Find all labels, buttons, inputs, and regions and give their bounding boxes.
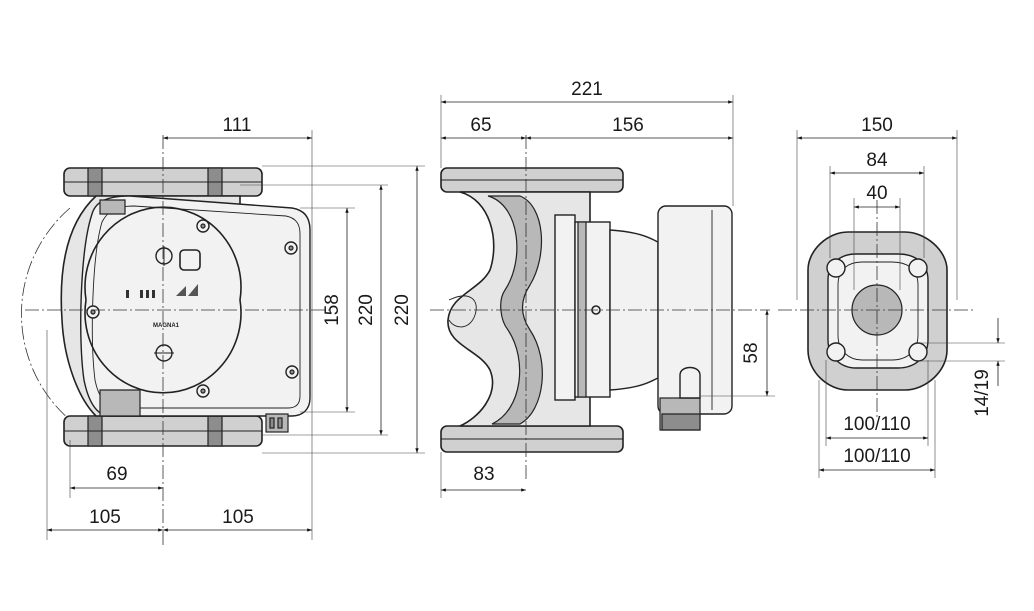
motor-face [84, 206, 242, 394]
dim-84: 84 [866, 150, 888, 171]
flange-dimensions: 150 84 40 100/110 100/110 14/19 [796, 115, 1005, 478]
dim-105-left: 105 [89, 507, 121, 528]
connector [265, 413, 289, 433]
bolt-hole [826, 258, 846, 278]
front-view [440, 167, 733, 453]
model-label: MAGNA1 [153, 323, 180, 329]
front-neck [554, 214, 576, 401]
side-view: MAGNA1 [21, 167, 311, 447]
dim-40: 40 [866, 183, 887, 204]
dim-156: 156 [612, 115, 644, 136]
dim-100-110-outer: 100/110 [843, 446, 910, 467]
bolt-hole [908, 342, 928, 362]
dim-111: 111 [223, 115, 252, 136]
dim-58: 58 [741, 342, 762, 363]
dim-220-outer: 220 [392, 294, 413, 326]
flange-view [807, 231, 948, 391]
bolt-hole [908, 258, 928, 278]
side-dimensions: 111 105 105 69 158 220 220 [46, 115, 425, 540]
dim-14-19: 14/19 [972, 369, 993, 417]
dim-69: 69 [106, 464, 127, 485]
front-dimensions: 221 65 156 83 58 [440, 79, 775, 498]
phantom-arc [21, 207, 71, 421]
dim-221: 221 [571, 79, 603, 100]
control-box [80, 195, 311, 417]
led-indicators [126, 284, 198, 298]
dim-220-inner: 220 [356, 294, 377, 326]
dim-150: 150 [861, 115, 893, 136]
dim-158: 158 [322, 294, 343, 326]
dim-105-right: 105 [222, 507, 254, 528]
bolt-hole [826, 342, 846, 362]
dim-83: 83 [473, 464, 494, 485]
display-window [179, 249, 201, 271]
dim-65: 65 [470, 115, 491, 136]
dim-100-110-inner: 100/110 [843, 414, 910, 435]
